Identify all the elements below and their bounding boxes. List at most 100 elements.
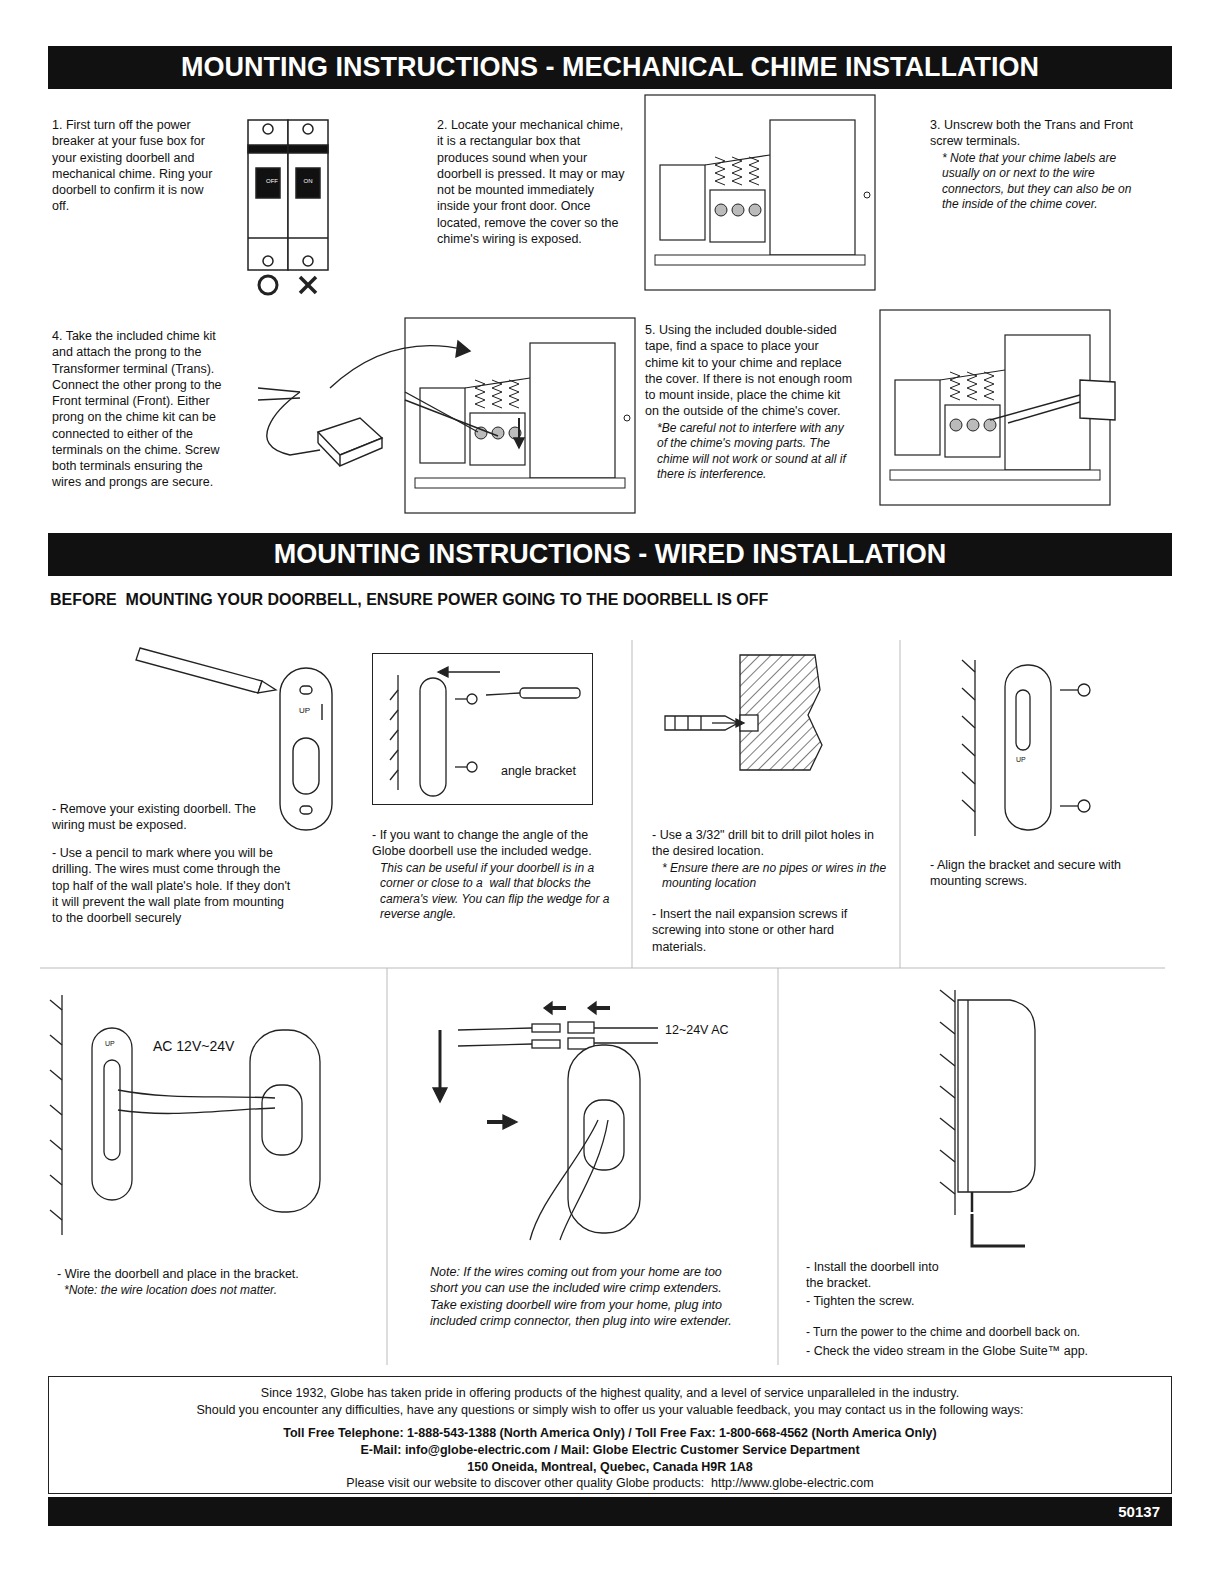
crimp-extender-drawing [458, 1044, 532, 1046]
warning-heading: BEFORE MOUNTING YOUR DOORBELL, ENSURE PO… [50, 590, 950, 611]
angle-bracket-drawing [390, 710, 398, 720]
doorbell-wiring-drawing [50, 1175, 62, 1185]
chime-kit-drawing [267, 392, 320, 455]
band-title: MOUNTING INSTRUCTIONS - WIRED INSTALLATI… [274, 539, 946, 570]
breaker-drawing [288, 145, 328, 153]
crimp-extender-drawing [532, 1040, 560, 1048]
angle-bracket-drawing [467, 762, 477, 772]
doorbell-install-drawing [940, 1150, 955, 1162]
instruction-text: - Tighten the screw. [806, 1293, 1056, 1309]
angle-bracket-drawing [520, 688, 580, 698]
angle-bracket-drawing [467, 694, 477, 704]
doorbell-install-drawing [940, 990, 1035, 1246]
wall-plate-drawing [300, 686, 312, 694]
instruction-text: 4. Take the included chime kit and attac… [52, 328, 230, 491]
doorbell-install-drawing [940, 1182, 955, 1194]
pencil-drawing [258, 681, 276, 693]
instruction-text: - Check the video stream in the Globe Su… [806, 1343, 1156, 1359]
doorbell-wiring-drawing [118, 1108, 275, 1113]
doorbell-wiring-drawing [50, 1210, 62, 1220]
section-band: MOUNTING INSTRUCTIONS - WIRED INSTALLATI… [48, 533, 1172, 576]
crimp-extender-drawing [560, 1120, 608, 1240]
crimp-extender-drawing [544, 1002, 552, 1014]
bracket-mounting-drawing [1078, 684, 1090, 696]
bracket-mounting-drawing [1078, 800, 1090, 812]
angle-bracket-drawing [486, 693, 520, 695]
doorbell-wiring-drawing [50, 1140, 62, 1150]
drill-wall-drawing [712, 722, 736, 723]
instruction-text: - Use a pencil to mark where you will be… [52, 845, 292, 926]
crimp-extender-drawing [594, 1042, 658, 1043]
doorbell-install-drawing [967, 1000, 968, 1192]
doorbell-install-drawing [940, 990, 955, 1002]
footer-band: 50137 [48, 1497, 1172, 1526]
note-text: Note: If the wires coming out from your … [430, 1264, 750, 1329]
bracket-mounting-drawing [962, 772, 975, 784]
section-band: MOUNTING INSTRUCTIONS - MECHANICAL CHIME… [48, 46, 1172, 89]
bracket-mounting-drawing [962, 744, 975, 756]
bracket-mounting-drawing [1060, 805, 1080, 806]
switch-label: UP [1016, 756, 1032, 763]
angle-bracket-drawing [390, 690, 398, 700]
breaker-drawing [296, 168, 320, 198]
doorbell-install-drawing [940, 1022, 955, 1034]
note-text: * Ensure there are no pipes or wires in … [662, 861, 892, 892]
instruction-text: - Align the bracket and secure with moun… [930, 857, 1140, 890]
doorbell-wiring-drawing [50, 1070, 62, 1080]
pencil-drawing [136, 648, 262, 693]
crimp-extender-drawing [588, 1002, 596, 1014]
chime-kit-drawing [405, 400, 498, 436]
chime-kit-drawing [456, 341, 470, 357]
wall-plate-drawing [293, 738, 319, 794]
pencil-drawing [136, 648, 276, 693]
section-divider [387, 968, 388, 1365]
instruction-text: - Turn the power to the chime and doorbe… [806, 1325, 1146, 1341]
contact-text: Since 1932, Globe has taken pride in off… [63, 1385, 1157, 1402]
drill-wall-drawing [674, 716, 675, 730]
angle-bracket-drawing [440, 671, 500, 672]
drill-wall-drawing [700, 716, 701, 730]
doorbell-wiring-drawing [50, 1000, 62, 1010]
inset-box: angle bracket [372, 653, 593, 805]
chime-kit-drawing [514, 438, 524, 448]
chime-drawing [405, 318, 635, 513]
chime-kit-drawing [1008, 402, 1080, 423]
contact-text: 150 Oneida, Montreal, Quebec, Canada H9R… [63, 1459, 1157, 1476]
switch-label: ON [298, 178, 318, 184]
contact-text: Please visit our website to discover oth… [63, 1475, 1157, 1492]
breaker-drawing [300, 277, 316, 293]
crimp-extender-drawing [458, 1028, 532, 1030]
breaker-drawing [259, 276, 277, 294]
instruction-text: - Wire the doorbell and place in the bra… [57, 1266, 367, 1282]
crimp-extender-drawing [568, 1022, 594, 1033]
instruction-text: - Use a 3/32" drill bit to drill pilot h… [652, 827, 892, 860]
note-text: * Note that your chime labels are usuall… [942, 151, 1148, 213]
doorbell-install-drawing [958, 1000, 1035, 1192]
instruction-text: - If you want to change the angle of the… [372, 827, 624, 860]
instruction-text: 5. Using the included double-sided tape,… [645, 322, 855, 420]
chime-kit-drawing [990, 395, 1080, 420]
instruction-text: 2. Locate your mechanical chime, it is a… [437, 117, 629, 247]
chime-kit-drawing [340, 438, 382, 466]
crimp-extender-drawing [487, 1120, 505, 1124]
drill-wall-drawing [736, 719, 744, 727]
doorbell-wiring-drawing [92, 1028, 132, 1200]
note-text: *Be careful not to interfere with any of… [657, 421, 857, 483]
bracket-mounting-drawing [962, 716, 975, 728]
note-text: *Note: the wire location does not matter… [64, 1283, 374, 1299]
doorbell-install-drawing [972, 1214, 1025, 1246]
angle-bracket-drawing [420, 678, 446, 796]
bracket-mounting-drawing [1005, 665, 1051, 830]
instruction-text: - Remove your existing doorbell. The wir… [52, 801, 274, 834]
doorbell-install-drawing [940, 1118, 955, 1130]
switch-label: UP [299, 707, 321, 715]
instruction-text: 1. First turn off the power breaker at y… [52, 117, 217, 215]
doorbell-wiring-drawing [262, 1085, 302, 1155]
instruction-text: 3. Unscrew both the Trans and Front scre… [930, 117, 1148, 150]
instruction-text: AC 12V~24V [153, 1037, 273, 1055]
note-text: This can be useful if your doorbell is i… [380, 861, 626, 923]
breaker-drawing [300, 277, 316, 293]
chime-kit-drawing [258, 388, 300, 392]
doorbell-wiring-drawing [50, 995, 320, 1235]
wall-plate-drawing [300, 806, 312, 814]
